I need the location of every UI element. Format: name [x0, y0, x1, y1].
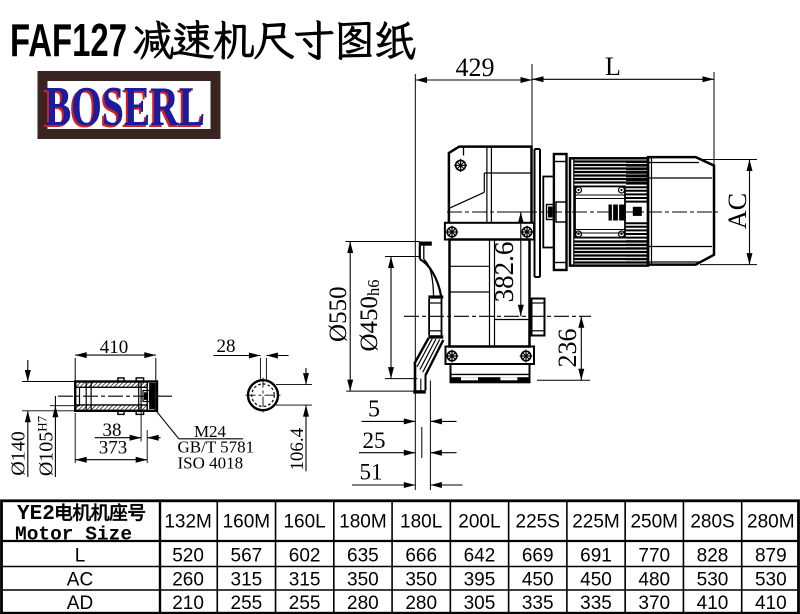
svg-text:315: 315: [289, 570, 321, 591]
svg-text:Ø550: Ø550: [325, 286, 352, 342]
svg-text:635: 635: [347, 546, 379, 567]
svg-text:370: 370: [638, 593, 670, 614]
svg-text:395: 395: [464, 570, 496, 591]
svg-text:255: 255: [231, 593, 263, 614]
svg-text:450: 450: [522, 570, 554, 591]
svg-text:642: 642: [464, 546, 496, 567]
svg-text:51: 51: [360, 460, 383, 485]
svg-text:255: 255: [289, 593, 321, 614]
svg-text:225S: 225S: [516, 512, 560, 533]
svg-text:210: 210: [172, 593, 204, 614]
svg-text:YE2: YE2: [17, 503, 55, 526]
svg-text:280: 280: [405, 593, 437, 614]
svg-text:Ø140: Ø140: [8, 431, 30, 475]
svg-text:236: 236: [553, 329, 582, 368]
svg-text:106.4: 106.4: [287, 427, 308, 470]
svg-text:ISO 4018: ISO 4018: [178, 453, 244, 472]
svg-text:L: L: [75, 546, 86, 567]
svg-text:567: 567: [231, 546, 263, 567]
svg-text:GB/T 5781: GB/T 5781: [178, 438, 255, 457]
svg-text:180M: 180M: [339, 512, 387, 533]
svg-text:410: 410: [697, 593, 729, 614]
svg-text:AC: AC: [723, 193, 752, 229]
svg-text:250M: 250M: [630, 512, 678, 533]
svg-text:382.6: 382.6: [489, 242, 519, 303]
svg-text:Motor Size: Motor Size: [15, 524, 132, 546]
svg-text:160M: 160M: [223, 512, 271, 533]
svg-text:666: 666: [405, 546, 437, 567]
svg-text:25: 25: [363, 428, 386, 453]
svg-text:AC: AC: [67, 570, 93, 591]
svg-text:530: 530: [755, 570, 787, 591]
svg-text:280M: 280M: [747, 512, 795, 533]
svg-text:691: 691: [580, 546, 612, 567]
svg-text:350: 350: [347, 570, 379, 591]
svg-text:410: 410: [755, 593, 787, 614]
svg-text:38: 38: [103, 420, 122, 441]
svg-text:28: 28: [217, 336, 236, 357]
svg-text:373: 373: [99, 438, 128, 459]
svg-text:Ø450h6: Ø450h6: [356, 279, 383, 351]
svg-text:669: 669: [522, 546, 554, 567]
svg-text:530: 530: [697, 570, 729, 591]
svg-text:879: 879: [755, 546, 787, 567]
svg-text:180L: 180L: [400, 512, 442, 533]
svg-text:160L: 160L: [283, 512, 325, 533]
svg-text:M24: M24: [194, 422, 227, 441]
svg-text:FAF127: FAF127: [10, 14, 127, 66]
svg-text:280: 280: [347, 593, 379, 614]
svg-text:410: 410: [100, 337, 129, 358]
svg-text:429: 429: [456, 53, 495, 82]
svg-text:BOSERL: BOSERL: [43, 78, 203, 140]
svg-text:602: 602: [289, 546, 321, 567]
svg-text:828: 828: [697, 546, 729, 567]
svg-text:225M: 225M: [572, 512, 620, 533]
svg-text:350: 350: [405, 570, 437, 591]
svg-text:AD: AD: [67, 593, 93, 614]
svg-text:335: 335: [580, 593, 612, 614]
svg-text:260: 260: [172, 570, 204, 591]
svg-text:520: 520: [172, 546, 204, 567]
svg-text:450: 450: [580, 570, 612, 591]
svg-text:305: 305: [464, 593, 496, 614]
svg-text:770: 770: [638, 546, 670, 567]
svg-text:315: 315: [231, 570, 263, 591]
svg-text:BOSERL: BOSERL: [45, 76, 205, 138]
svg-text:L: L: [605, 52, 621, 81]
svg-text:480: 480: [638, 570, 670, 591]
svg-text:5: 5: [368, 397, 380, 423]
svg-text:335: 335: [522, 593, 554, 614]
svg-text:132M: 132M: [164, 512, 212, 533]
svg-text:280S: 280S: [690, 512, 734, 533]
svg-text:200L: 200L: [458, 512, 500, 533]
